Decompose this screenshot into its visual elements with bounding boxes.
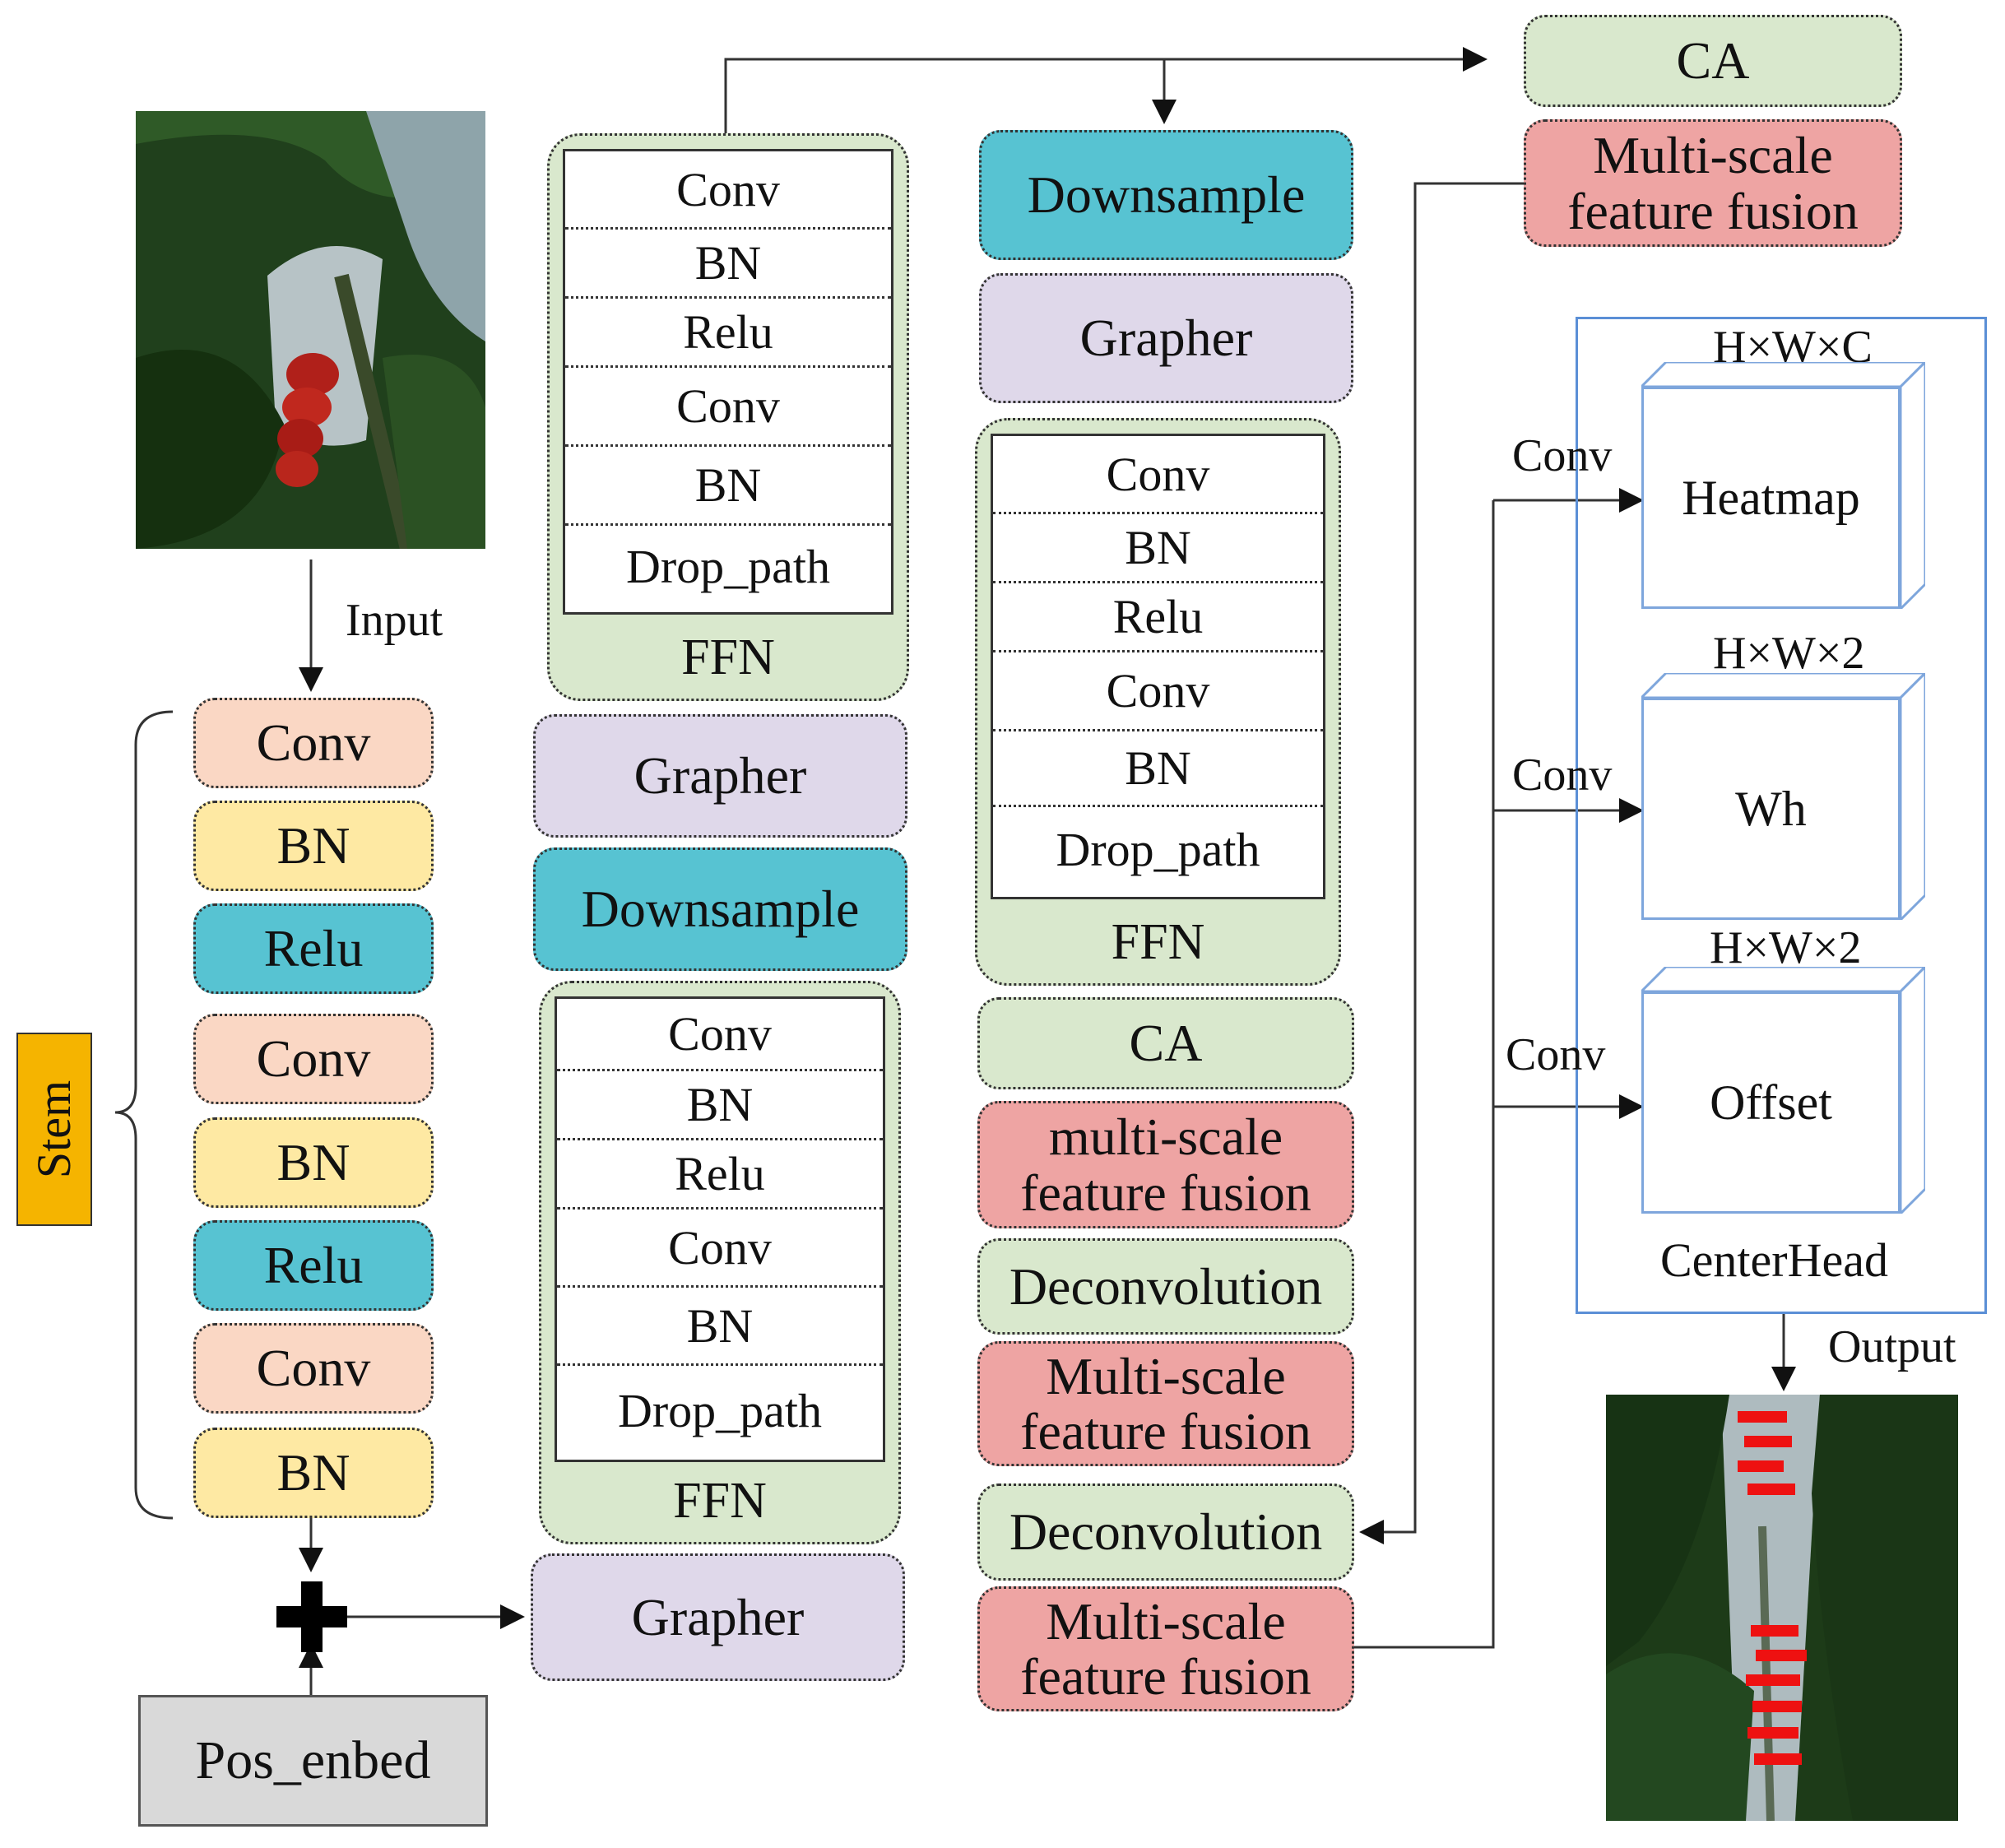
ffn-row: Relu xyxy=(565,299,891,368)
input-image xyxy=(136,111,485,549)
stem-conv-2: Conv xyxy=(193,1014,434,1104)
conv-label-offset: Conv xyxy=(1506,1029,1606,1080)
downsample-col3: Downsample xyxy=(979,130,1353,260)
ca-top-right: CA xyxy=(1524,15,1902,107)
cube-depth xyxy=(1641,673,1925,920)
center-head-label: CenterHead xyxy=(1660,1233,1888,1287)
grapher-col2-bottom: Grapher xyxy=(531,1553,905,1681)
ffn-row: Drop_path xyxy=(625,540,831,593)
fusion-top-right: Multi-scale feature fusion xyxy=(1524,119,1902,247)
fusion-col3-1: multi-scale feature fusion xyxy=(977,1101,1354,1228)
wh-cube: Wh xyxy=(1641,673,1925,920)
ffn-row: BN xyxy=(557,1288,883,1366)
ffn-row: Conv xyxy=(557,999,883,1071)
output-label: Output xyxy=(1828,1321,1956,1372)
ffn-label: FFN xyxy=(1111,914,1205,970)
ffn-block-col2-bottom: Conv BN Relu Conv BN Drop_path FFN xyxy=(539,981,901,1544)
heatmap-cube: Heatmap xyxy=(1641,362,1925,609)
ffn-row: BN xyxy=(565,230,891,299)
output-image-art xyxy=(1606,1395,1958,1821)
stem-label-box: Stem xyxy=(16,1033,92,1226)
input-label: Input xyxy=(346,595,443,646)
ffn-label: FFN xyxy=(673,1473,767,1529)
input-image-art xyxy=(136,111,485,549)
add-icon xyxy=(276,1581,347,1652)
ffn-row: Drop_path xyxy=(1056,823,1260,876)
pos-embed-box: Pos_enbed xyxy=(138,1695,488,1827)
conv-label-heatmap: Conv xyxy=(1512,430,1613,481)
ca-col3: CA xyxy=(977,997,1354,1089)
downsample-col2: Downsample xyxy=(533,847,907,971)
fusion-col3-3: Multi-scale feature fusion xyxy=(977,1586,1354,1711)
conv-label-wh: Conv xyxy=(1512,750,1613,801)
heatmap-face: Heatmap xyxy=(1641,387,1901,609)
stem-bn-3: BN xyxy=(193,1428,434,1518)
ffn-row: BN xyxy=(993,514,1323,583)
ffn-row: Conv xyxy=(993,652,1323,731)
ffn-row: BN xyxy=(565,447,891,526)
fusion-col3-2: Multi-scale feature fusion xyxy=(977,1341,1354,1466)
ffn-row: Conv xyxy=(993,436,1323,514)
ffn-block-col3: Conv BN Relu Conv BN Drop_path FFN xyxy=(975,418,1341,986)
stem-relu-1: Relu xyxy=(193,903,434,994)
stem-label: Stem xyxy=(27,1080,81,1179)
ffn-row: Conv xyxy=(565,151,891,230)
grapher-col2-top: Grapher xyxy=(533,714,907,838)
ffn-row: Drop_path xyxy=(617,1383,823,1437)
dims-label-wh: H×W×2 xyxy=(1713,628,1865,679)
deconvolution-col3-1: Deconvolution xyxy=(977,1238,1354,1335)
stem-conv-1: Conv xyxy=(193,698,434,788)
ffn-row: Conv xyxy=(565,368,891,447)
deconvolution-col3-2: Deconvolution xyxy=(977,1484,1354,1581)
dims-label-offset: H×W×2 xyxy=(1710,922,1862,973)
ffn-row: BN xyxy=(557,1071,883,1140)
offset-cube: Offset xyxy=(1641,967,1925,1214)
stem-conv-3: Conv xyxy=(193,1323,434,1414)
ffn-row: Conv xyxy=(557,1210,883,1288)
wh-face: Wh xyxy=(1641,698,1901,920)
ffn-block-col2-top: Conv BN Relu Conv BN Drop_path FFN xyxy=(547,133,909,701)
grapher-col3: Grapher xyxy=(979,273,1353,403)
output-image xyxy=(1606,1395,1958,1821)
ffn-row: BN xyxy=(993,731,1323,807)
stem-bn-2: BN xyxy=(193,1117,434,1208)
ffn-row: Relu xyxy=(993,583,1323,652)
stem-bn-1: BN xyxy=(193,801,434,891)
offset-face: Offset xyxy=(1641,991,1901,1214)
ffn-row: Relu xyxy=(557,1140,883,1210)
ffn-label: FFN xyxy=(681,629,775,685)
center-head-box xyxy=(1576,317,1987,1314)
stem-relu-2: Relu xyxy=(193,1220,434,1311)
